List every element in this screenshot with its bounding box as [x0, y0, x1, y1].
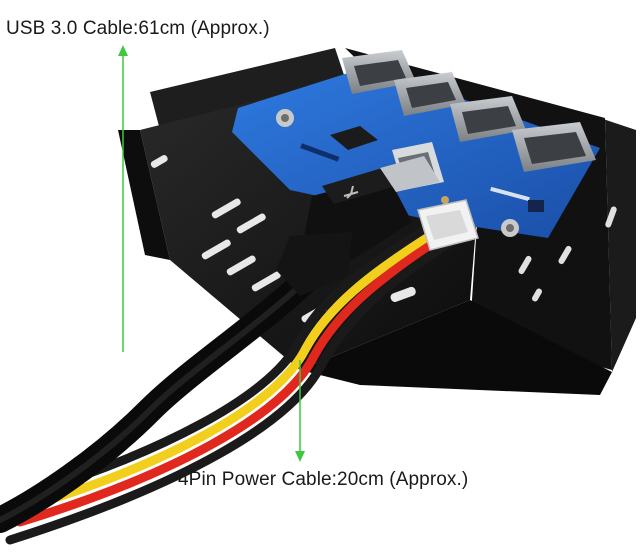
usb-ports: [342, 50, 596, 172]
power-cable-length-label: 4Pin Power Cable:20cm (Approx.): [178, 469, 469, 490]
power-connector: [417, 199, 479, 251]
usb-length-arrow: [118, 45, 128, 352]
usb-port-4: [512, 122, 596, 172]
dimension-arrows: [118, 45, 305, 462]
usb-port-3: [450, 96, 526, 142]
usb-cable-length-label: USB 3.0 Cable:61cm (Approx.): [6, 18, 270, 39]
power-length-arrow: [295, 360, 305, 462]
usb-port-2: [394, 72, 466, 116]
usb-cable: [0, 156, 440, 533]
power-cable: [5, 221, 453, 545]
